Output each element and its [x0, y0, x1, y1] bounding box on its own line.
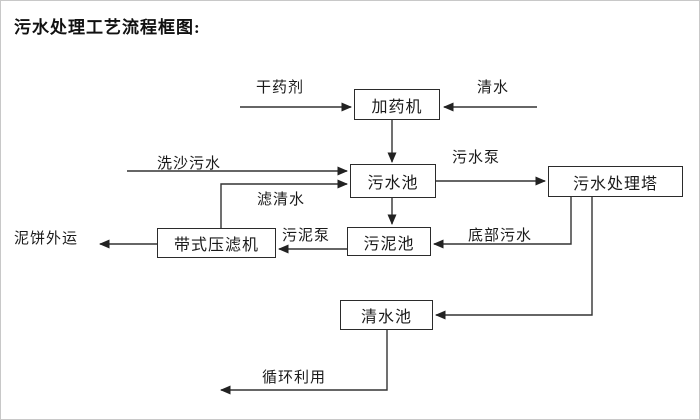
label-sludge-pump: 污泥泵 — [282, 228, 331, 244]
label-sewage-pump: 污水泵 — [452, 150, 501, 166]
label-sand-washing-sewage: 洗沙污水 — [157, 156, 222, 172]
node-belt-filter-press: 带式压滤机 — [157, 228, 276, 258]
label-bottom-sewage: 底部污水 — [468, 228, 533, 244]
node-sewage-pool: 污水池 — [350, 164, 436, 198]
node-treatment-tower: 污水处理塔 — [548, 166, 683, 197]
label-clean-water: 清水 — [477, 80, 510, 96]
node-sludge-pool: 污泥池 — [347, 227, 431, 256]
node-sewage-pool-label: 污水池 — [367, 175, 419, 192]
node-sludge-pool-label: 污泥池 — [363, 235, 415, 253]
node-clean-water-pool: 清水池 — [340, 300, 433, 330]
label-recycle: 循环利用 — [262, 370, 327, 386]
node-dosing-machine: 加药机 — [354, 89, 440, 120]
label-mud-cake-out: 泥饼外运 — [14, 231, 79, 247]
node-clean-water-pool-label: 清水池 — [360, 309, 412, 326]
node-dosing-machine-label: 加药机 — [371, 98, 423, 116]
node-belt-filter-press-label: 带式压滤机 — [173, 237, 259, 254]
diagram-title: 污水处理工艺流程框图: — [14, 18, 201, 37]
label-dry-chemical: 干药剂 — [256, 80, 305, 96]
node-treatment-tower-label: 污水处理塔 — [572, 175, 658, 193]
label-filtered-water: 滤清水 — [257, 192, 306, 208]
